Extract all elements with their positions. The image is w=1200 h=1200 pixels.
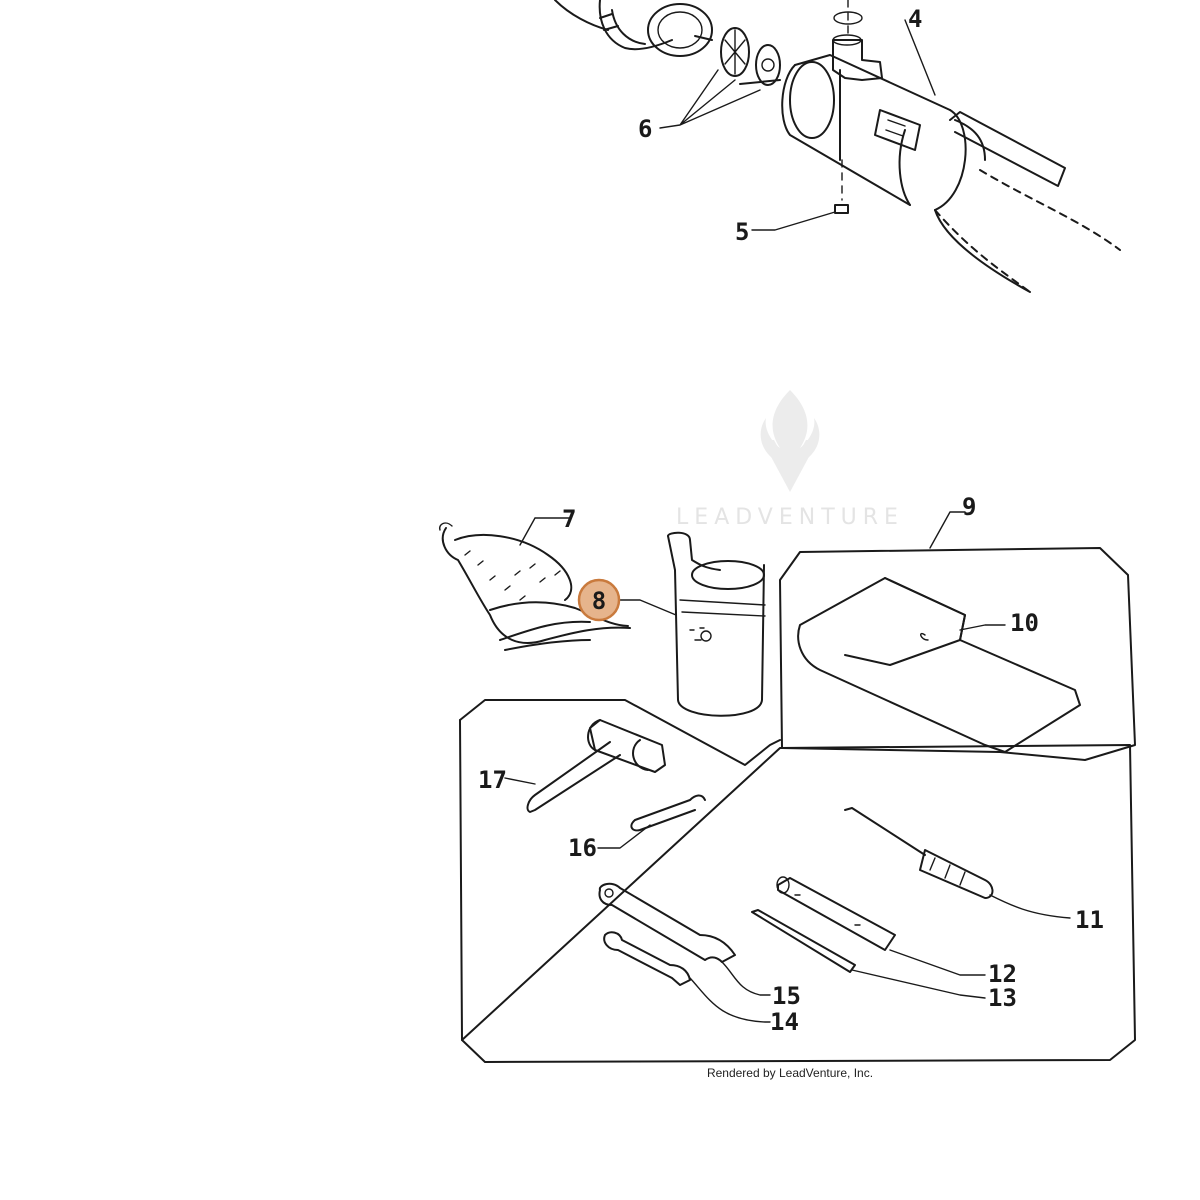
callout-8-hotspot[interactable]: 8 bbox=[577, 578, 621, 622]
spark-plug-wrench bbox=[504, 719, 666, 813]
callout-4[interactable]: 4 bbox=[908, 5, 922, 33]
watermark-brand: LEADVENTURE bbox=[676, 505, 904, 530]
disc-parts bbox=[694, 27, 781, 86]
callout-11[interactable]: 11 bbox=[1075, 906, 1104, 934]
callout-17[interactable]: 17 bbox=[478, 766, 507, 794]
box-wrench bbox=[776, 876, 986, 976]
callout-10[interactable]: 10 bbox=[1010, 609, 1039, 637]
tommy-bar bbox=[751, 909, 986, 999]
callout-6[interactable]: 6 bbox=[638, 115, 652, 143]
callout-9[interactable]: 9 bbox=[962, 493, 976, 521]
callout-16[interactable]: 16 bbox=[568, 834, 597, 862]
callout-5[interactable]: 5 bbox=[735, 218, 749, 246]
tool-tray bbox=[459, 699, 1136, 1063]
callout-8[interactable]: 8 bbox=[592, 587, 606, 615]
callout-7[interactable]: 7 bbox=[562, 505, 576, 533]
callout-13[interactable]: 13 bbox=[988, 984, 1017, 1012]
flame-logo-icon bbox=[760, 390, 820, 492]
tool-bag bbox=[797, 577, 1081, 753]
combination-wrench bbox=[598, 882, 771, 996]
housing-part bbox=[554, 0, 713, 57]
elbow-fitting bbox=[832, 0, 883, 81]
cylinder-body bbox=[781, 54, 967, 211]
callout-labels: 4 5 6 7 9 10 11 12 13 14 15 16 17 bbox=[478, 5, 1104, 1036]
outlet-pipe bbox=[934, 111, 1121, 293]
tool-case bbox=[779, 511, 1136, 761]
drain-plug bbox=[834, 159, 849, 214]
upper-assembly bbox=[554, 0, 1121, 293]
watermark: LEADVENTURE bbox=[676, 390, 904, 530]
screwdriver bbox=[844, 807, 1071, 919]
callout-12[interactable]: 12 bbox=[988, 960, 1017, 988]
render-credit: Rendered by LeadVenture, Inc. bbox=[707, 1066, 873, 1080]
callout-14[interactable]: 14 bbox=[770, 1008, 799, 1036]
saw-chain bbox=[439, 517, 631, 651]
oil-bottle bbox=[619, 531, 766, 717]
flat-wrench bbox=[603, 931, 771, 1023]
callout-15[interactable]: 15 bbox=[772, 982, 801, 1010]
small-wrench bbox=[597, 794, 706, 849]
